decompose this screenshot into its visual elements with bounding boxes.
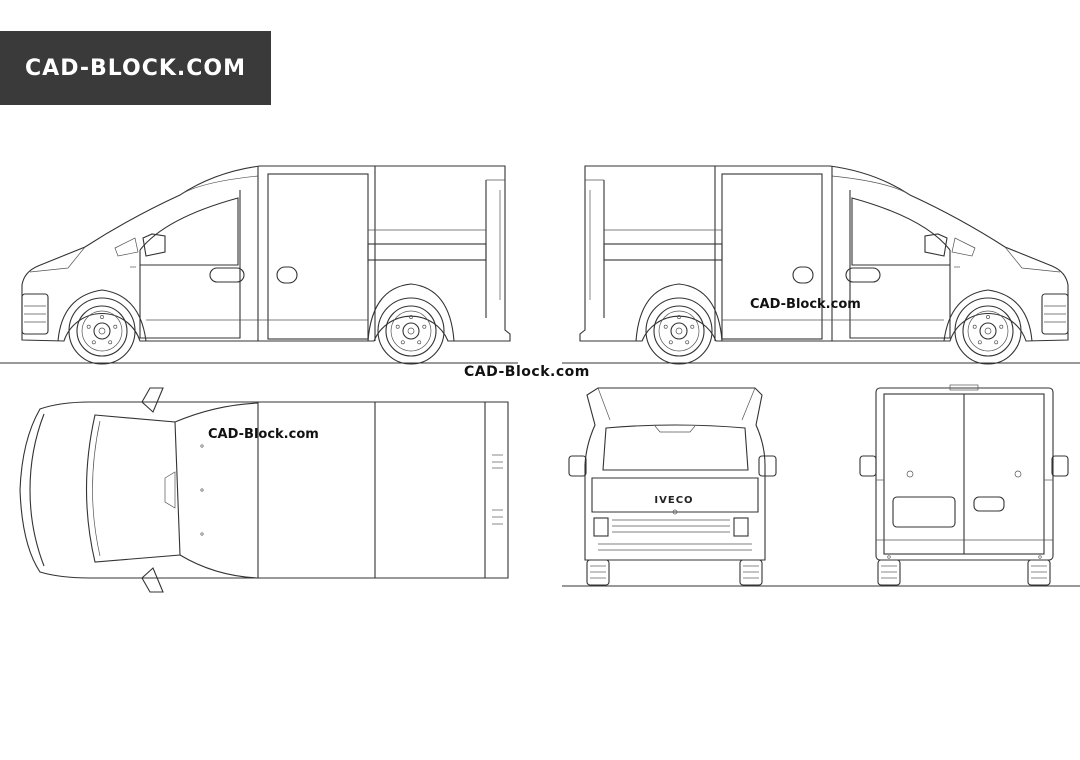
watermark-top-view: CAD-Block.com — [208, 427, 319, 442]
rear-view — [859, 384, 1069, 586]
watermark-center: CAD-Block.com — [464, 364, 590, 380]
front-view — [568, 387, 777, 586]
top-view — [19, 387, 509, 593]
watermark-side-view: CAD-Block.com — [750, 297, 861, 312]
side-view-right — [580, 166, 1068, 364]
brand-badge: IVECO — [654, 495, 694, 506]
side-view-left — [22, 166, 510, 364]
site-banner: CAD-BLOCK.COM — [0, 31, 271, 105]
